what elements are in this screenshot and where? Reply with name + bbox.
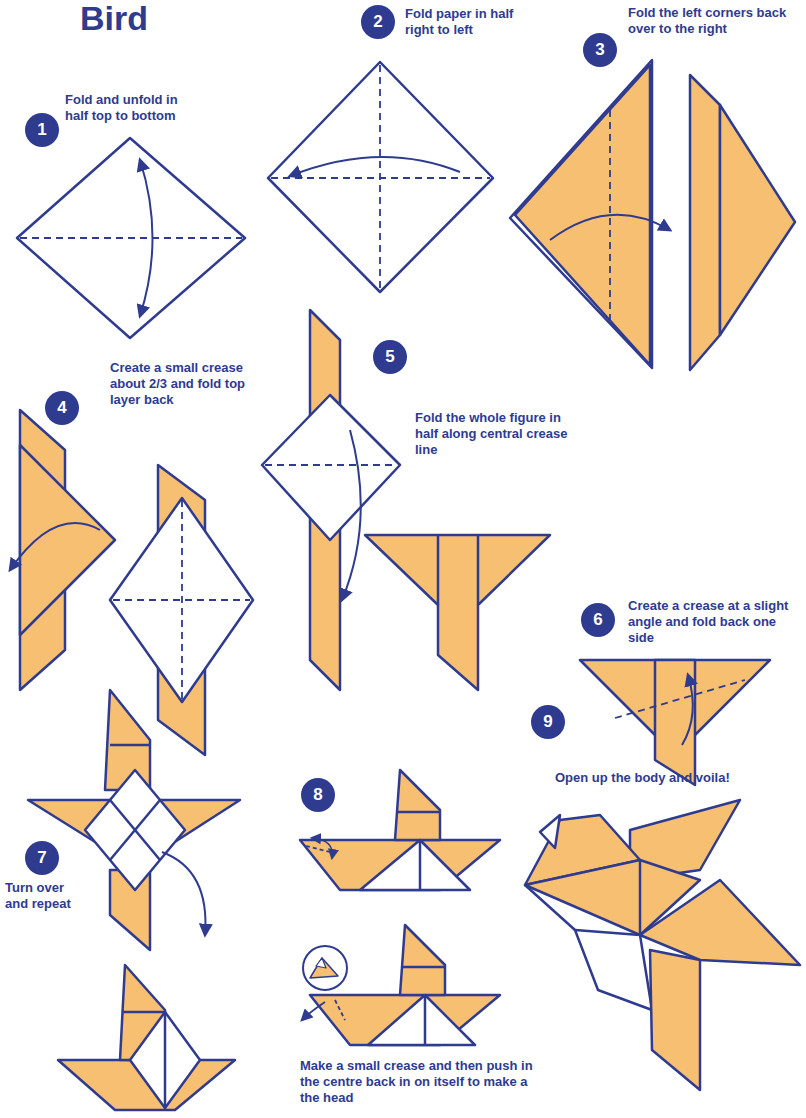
step-number-circle: 9: [531, 705, 565, 739]
instruction-text: Create a crease at a slight angle and fo…: [628, 598, 800, 646]
step-number-circle: 6: [581, 603, 615, 637]
step-number: 6: [593, 610, 602, 630]
instruction-text: Fold and unfold in half top to bottom: [65, 92, 200, 124]
step-number: 5: [385, 347, 394, 367]
step-number: 2: [373, 12, 382, 32]
step-number: 8: [313, 785, 322, 805]
step-number: 4: [57, 398, 66, 418]
step-number-circle: 7: [25, 841, 59, 875]
step-number-circle: 4: [45, 391, 79, 425]
instruction-text: Make a small crease and then push in the…: [300, 1058, 540, 1106]
step-number: 3: [595, 40, 604, 60]
step-number: 7: [37, 848, 46, 868]
instruction-text: Fold the whole figure in half along cent…: [415, 410, 580, 458]
instruction-text: Fold the left corners back over to the r…: [628, 5, 800, 37]
instruction-text: Create a small crease about 2/3 and fold…: [110, 360, 260, 408]
step-number-circle: 5: [373, 340, 407, 374]
instruction-text: Turn over and repeat: [5, 880, 90, 912]
step-number-circle: 3: [583, 33, 617, 67]
step-number-circle: 8: [301, 778, 335, 812]
step-number: 9: [543, 712, 552, 732]
instruction-text: Fold paper in half right to left: [405, 6, 530, 38]
step-number-circle: 1: [25, 113, 59, 147]
step-number-circle: 2: [361, 5, 395, 39]
page-title: Bird: [80, 0, 148, 36]
instruction-text: Open up the body and voila!: [555, 770, 795, 786]
step-number: 1: [37, 120, 46, 140]
